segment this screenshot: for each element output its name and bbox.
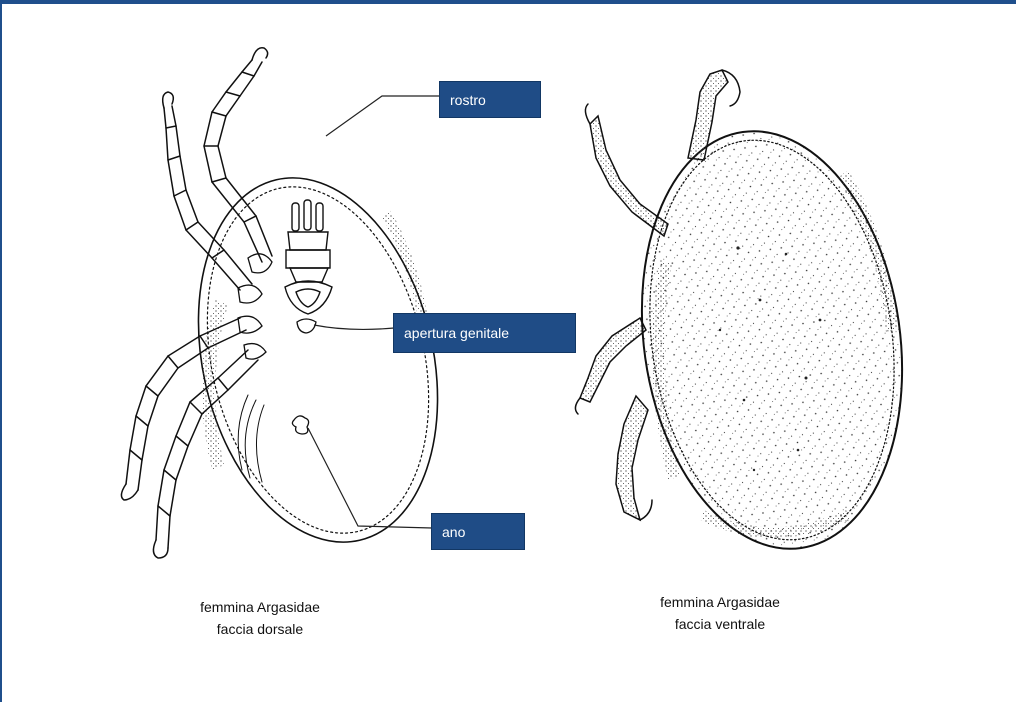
- ventral-leg-4: [616, 396, 652, 520]
- caption-ventral: femmina Argasidae faccia ventrale: [630, 591, 810, 635]
- caption-dorsal-line1: femmina Argasidae: [170, 596, 350, 618]
- ventral-leg-2: [585, 104, 668, 236]
- label-rostro: rostro: [439, 81, 541, 118]
- label-rostro-text: rostro: [450, 92, 486, 108]
- tick-dorsal-illustration: [121, 48, 471, 566]
- label-ano: ano: [431, 513, 525, 550]
- tick-ventral-illustration: [575, 70, 928, 566]
- label-apertura-genitale-text: apertura genitale: [404, 325, 509, 341]
- caption-ventral-line2: faccia ventrale: [630, 613, 810, 635]
- caption-dorsal-line2: faccia dorsale: [170, 618, 350, 640]
- label-ano-text: ano: [442, 524, 465, 540]
- label-apertura-genitale: apertura genitale: [393, 313, 576, 353]
- leader-line-rostro: [326, 96, 440, 136]
- caption-dorsal: femmina Argasidae faccia dorsale: [170, 596, 350, 640]
- caption-ventral-line1: femmina Argasidae: [630, 591, 810, 613]
